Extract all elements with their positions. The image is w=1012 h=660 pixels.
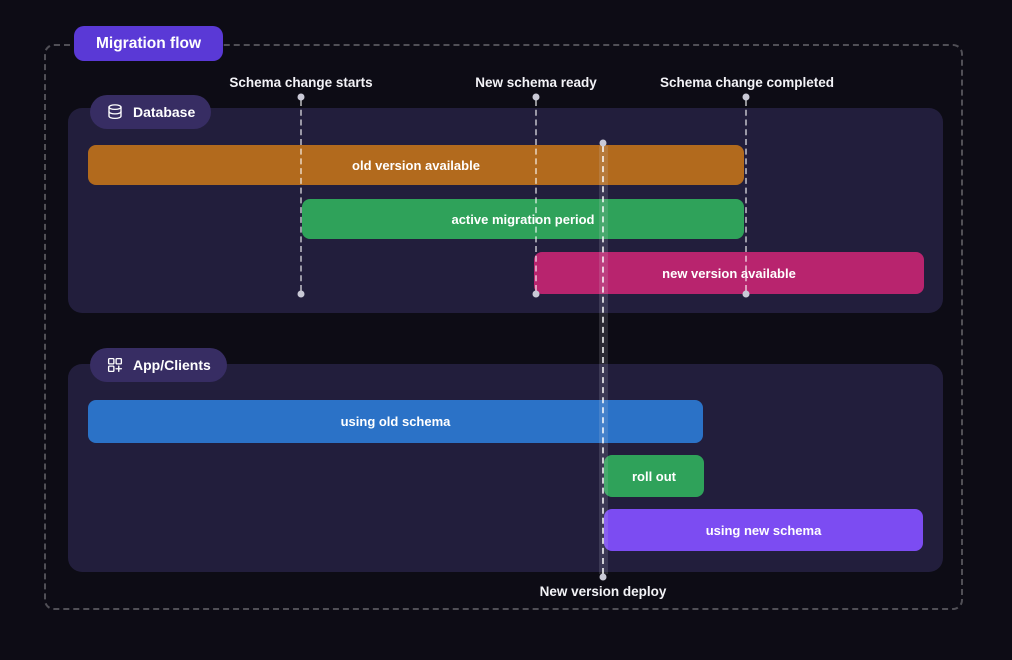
- milestone-line-new-schema-ready: [535, 100, 537, 291]
- milestone-dot: [532, 290, 540, 298]
- bar-label: new version available: [662, 265, 796, 281]
- bar-label: roll out: [631, 468, 677, 484]
- database-icon: [106, 103, 124, 121]
- bar-roll-out: roll out: [604, 455, 704, 497]
- bar-using-new-schema: using new schema: [604, 509, 923, 551]
- bar-active-migration-period: active migration period: [302, 199, 744, 239]
- bar-label: using old schema: [340, 414, 451, 429]
- lane-badge-label: Database: [133, 104, 196, 120]
- lane-badge-database: Database: [90, 95, 212, 129]
- milestone-dot: [297, 93, 305, 101]
- deploy-dot: [599, 139, 607, 147]
- milestone-label-new-schema-ready: New schema ready: [475, 75, 597, 90]
- bar-old-version-available: old version available: [88, 145, 744, 185]
- deploy-marker-line: [602, 146, 604, 574]
- lane-badge-label: App/Clients: [133, 357, 211, 373]
- deploy-dot: [599, 573, 607, 581]
- milestone-label-schema-change-completed: Schema change completed: [659, 75, 835, 90]
- milestone-dot: [742, 290, 750, 298]
- milestone-line-schema-change-starts: [300, 100, 302, 291]
- bar-new-version-available: new version available: [534, 252, 924, 294]
- apps-plus-icon: [106, 356, 124, 374]
- milestone-dot: [532, 93, 540, 101]
- diagram-title: Migration flow: [74, 26, 224, 61]
- bar-label: using new schema: [705, 522, 822, 538]
- milestone-dot: [297, 290, 305, 298]
- deploy-marker-label: New version deploy: [539, 584, 667, 599]
- bar-label: old version available: [352, 157, 480, 173]
- bar-using-old-schema: using old schema: [88, 400, 703, 443]
- milestone-label-schema-change-starts: Schema change starts: [229, 75, 373, 90]
- milestone-line-schema-change-completed: [745, 100, 747, 291]
- bar-label: active migration period: [451, 211, 595, 227]
- diagram-dashed-frame: [44, 44, 963, 610]
- milestone-dot: [742, 93, 750, 101]
- lane-badge-app-clients: App/Clients: [90, 348, 227, 382]
